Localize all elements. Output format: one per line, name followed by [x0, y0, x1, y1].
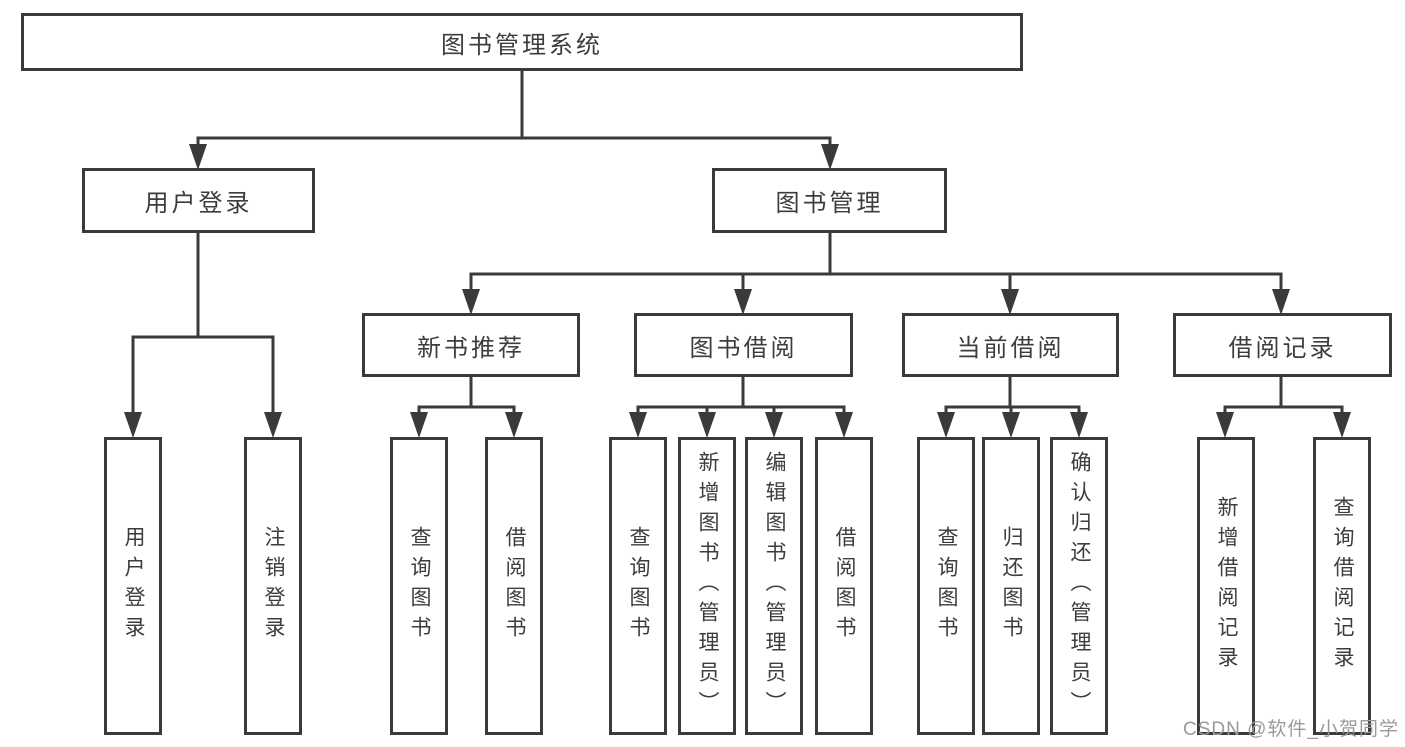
leaf-borrowing-edit-books-admin: 编辑图书（管理员） [745, 437, 803, 735]
leaf-records-add-record: 新增借阅记录 [1197, 437, 1255, 735]
node-current-borrowing: 当前借阅 [902, 313, 1119, 377]
leaf-records-query-record: 查询借阅记录 [1313, 437, 1371, 735]
leaf-borrowing-add-books-admin: 新增图书（管理员） [678, 437, 736, 735]
node-user-login: 用户登录 [82, 168, 315, 233]
node-system-root: 图书管理系统 [21, 13, 1023, 71]
node-book-borrowing: 图书借阅 [634, 313, 853, 377]
leaf-current-return-books: 归还图书 [982, 437, 1040, 735]
leaf-logout: 注销登录 [244, 437, 302, 735]
leaf-borrowing-query-books: 查询图书 [609, 437, 667, 735]
leaf-newbook-borrow-books: 借阅图书 [485, 437, 543, 735]
node-book-management: 图书管理 [712, 168, 947, 233]
leaf-user-login: 用户登录 [104, 437, 162, 735]
leaf-borrowing-borrow-books: 借阅图书 [815, 437, 873, 735]
leaf-current-query-books: 查询图书 [917, 437, 975, 735]
watermark: CSDN @软件_小贺同学 [1183, 719, 1399, 740]
leaf-newbook-query-books: 查询图书 [390, 437, 448, 735]
node-borrowing-records: 借阅记录 [1173, 313, 1392, 377]
node-new-book-recommend: 新书推荐 [362, 313, 580, 377]
leaf-current-confirm-return-admin: 确认归还（管理员） [1050, 437, 1108, 735]
